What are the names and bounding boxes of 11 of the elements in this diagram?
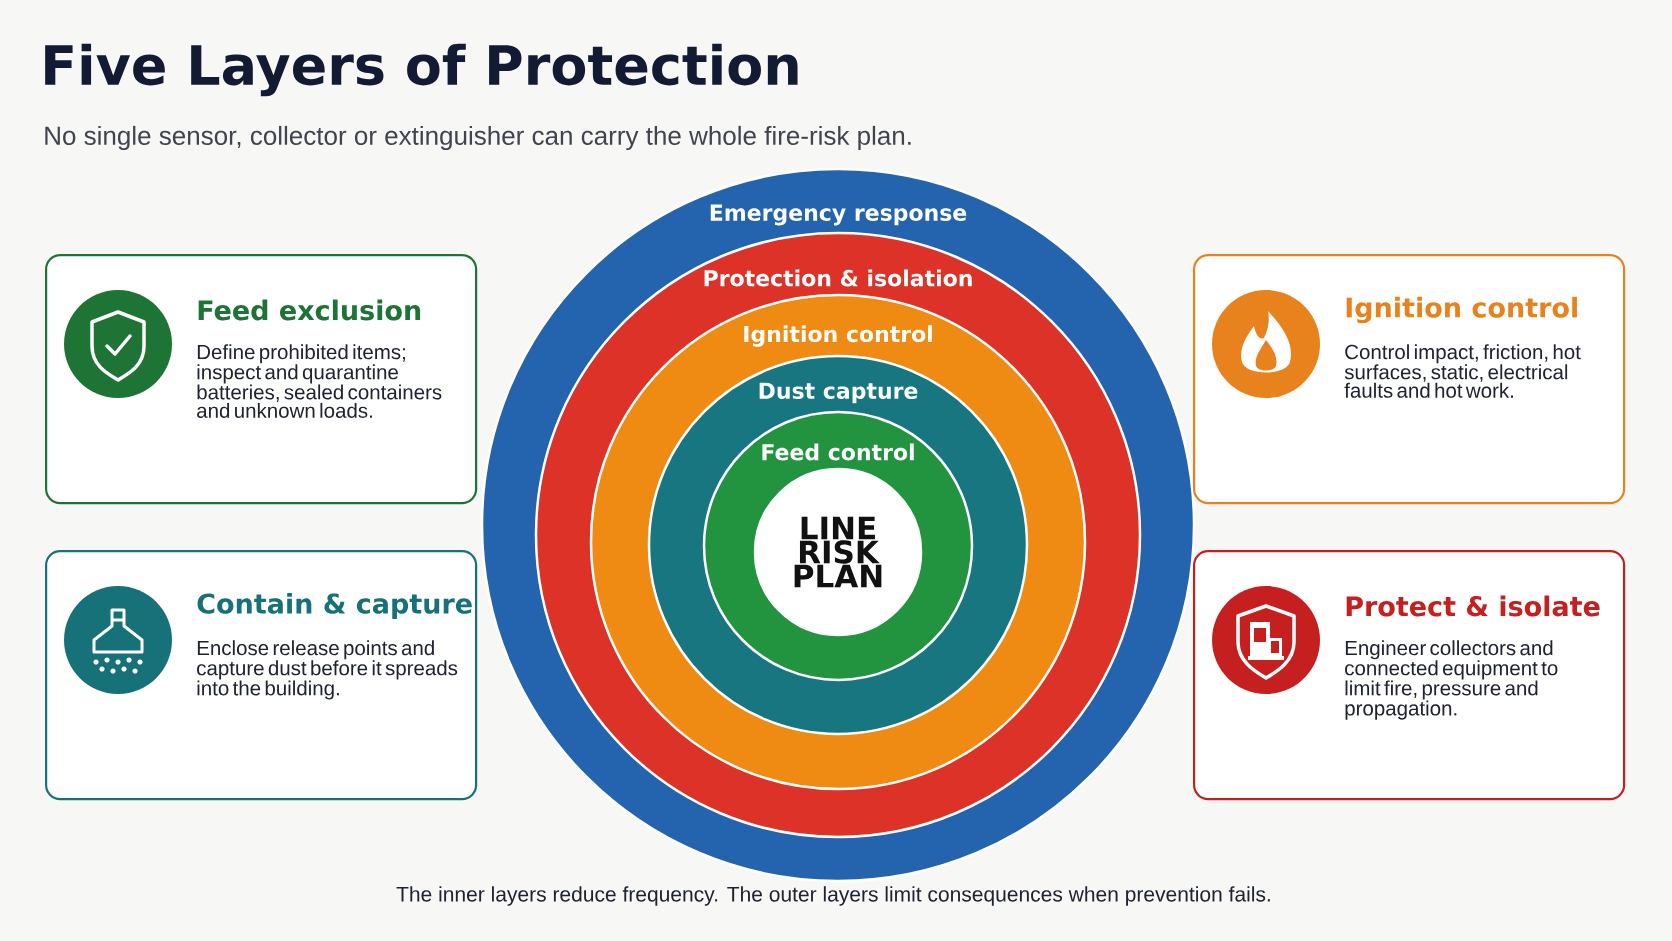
card-heading: Contain & capture xyxy=(197,592,472,620)
caption: The inner layers reduce frequency. The outer layers limit consequences when prevention fails. xyxy=(396,886,1270,906)
card-text: Engineer collectors and connected equipment to limit fire, pressure and propagation. xyxy=(1345,640,1558,720)
card-text: Enclose release points and capture dust before it spreads into the building. xyxy=(197,640,458,700)
card-text: Define prohibited items; inspect and quarantine batteries, sealed containers and unknown loads. xyxy=(197,344,442,418)
subtitle: No single sensor, collector or extinguisher can carry the whole fire-risk plan. xyxy=(45,125,911,151)
card-heading: Feed exclusion xyxy=(198,299,421,321)
card-text: Control impact, friction, hot surfaces, static, electrical faults and hot work. xyxy=(1344,344,1581,398)
card-heading: Protect & isolate xyxy=(1346,595,1600,617)
title: Five Layers of Protection xyxy=(45,43,798,97)
card-heading: Ignition control xyxy=(1346,296,1577,324)
